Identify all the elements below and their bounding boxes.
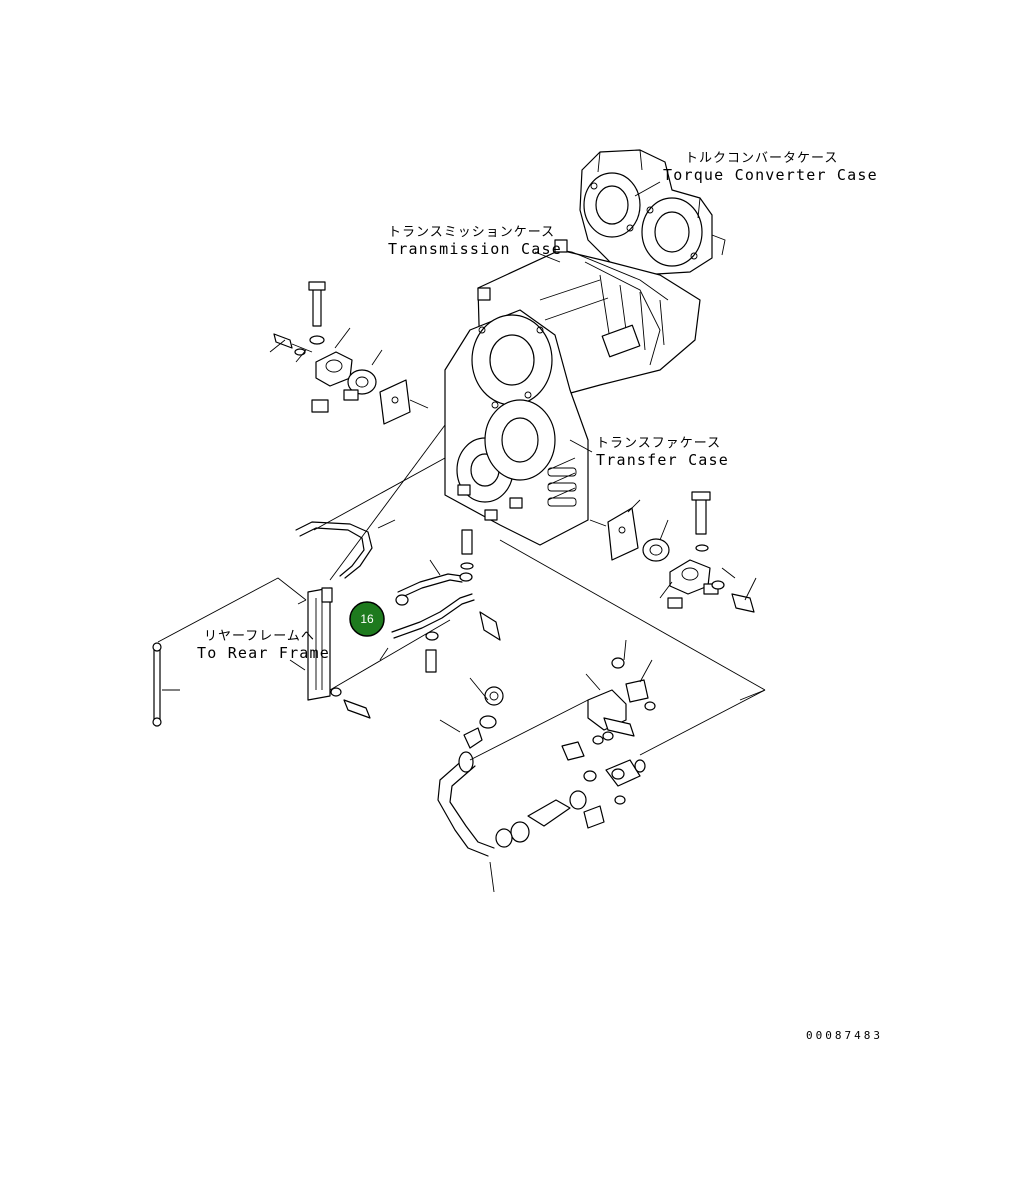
upper-left-mount-group: [269, 281, 429, 425]
rear-frame-label-jp: リヤーフレームへ: [204, 629, 315, 644]
document-number: 00087483: [806, 1029, 883, 1042]
callout-circle[interactable]: [349, 601, 385, 637]
torque-converter-case: [579, 149, 726, 276]
transmission-case-label-jp: トランスミッションケース: [388, 225, 555, 240]
torque-converter-label-en: Torque Converter Case: [663, 166, 878, 184]
hose-assembly: [295, 519, 501, 673]
callout-badge[interactable]: 16: [349, 601, 385, 637]
callout-number[interactable]: 16: [360, 612, 374, 626]
rear-frame-bracket: [152, 587, 371, 727]
rear-frame-label-en: To Rear Frame: [197, 644, 330, 662]
transmission-case-label-en: Transmission Case: [388, 240, 562, 258]
lower-pipe-group: [437, 639, 656, 893]
leader-lines: [157, 181, 766, 756]
transfer-case: [444, 309, 589, 546]
transfer-case-label-en: Transfer Case: [596, 451, 729, 469]
right-mount-group: [589, 491, 757, 613]
torque-converter-label-jp: トルクコンバータケース: [685, 151, 838, 166]
transfer-case-label-jp: トランスファケース: [596, 436, 721, 451]
